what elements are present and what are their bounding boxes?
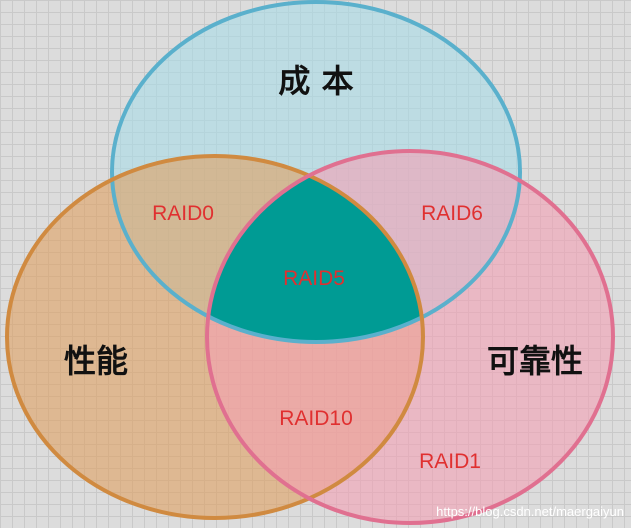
raid1-label: RAID1 xyxy=(419,450,481,473)
raid6-label: RAID6 xyxy=(421,202,483,225)
raid5-label: RAID5 xyxy=(283,267,345,290)
cost-circle-outline xyxy=(110,0,522,344)
raid0-label: RAID0 xyxy=(152,202,214,225)
watermark-text: https://blog.csdn.net/maergaiyun xyxy=(436,504,624,519)
raid10-label: RAID10 xyxy=(279,407,353,430)
reliability-circle-outline xyxy=(205,149,615,525)
cost-label: 成 本 xyxy=(278,62,353,100)
performance-circle-outline xyxy=(5,154,425,520)
performance-label: 性能 xyxy=(64,342,128,380)
reliability-label: 可靠性 xyxy=(487,342,583,380)
